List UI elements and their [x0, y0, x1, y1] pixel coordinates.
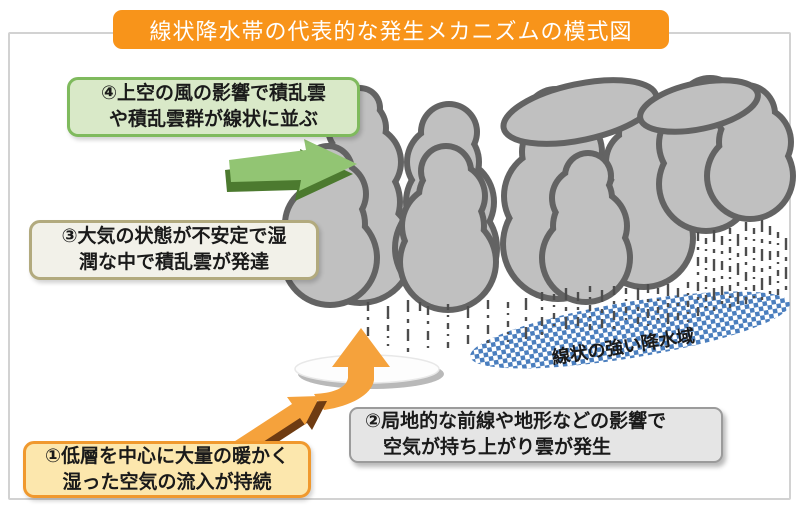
step4-label-box: ④上空の風の影響で積乱雲 や積乱雲群が線状に並ぶ: [67, 77, 360, 137]
step4-line1: ④上空の風の影響で積乱雲: [100, 83, 327, 104]
rain-streaks-icon: [366, 220, 788, 354]
wind-arrow-icon: [225, 139, 357, 201]
step2-label-box: ②局地的な前線や地形などの影響で 空気が持ち上がり雲が発生: [349, 407, 723, 463]
step2-line2: 空気が持ち上がり雲が発生: [383, 437, 612, 458]
anvil-cloud-icon: [500, 77, 761, 147]
step2-line1: ②局地的な前線や地形などの影響で: [365, 411, 667, 432]
step1-line2: 湿った空気の流入が持続: [62, 471, 272, 493]
diagram-title-text: 線状降水帯の代表的な発生メカニズムの模式図: [149, 18, 633, 44]
cumulonimbus-cloud-cluster-icon: [280, 75, 796, 313]
step1-label-box: ①低層を中心に大量の暖かく 湿った空気の流入が持続: [23, 441, 311, 498]
precipitation-zone-ellipse: [470, 291, 790, 369]
updraft-arrow-icon: [314, 328, 390, 410]
diagram-title: 線状降水帯の代表的な発生メカニズムの模式図: [113, 10, 669, 49]
step1-line1: ①低層を中心に大量の暖かく: [44, 445, 290, 467]
step3-line1: ③大気の状態が不安定で湿: [61, 226, 287, 247]
step3-label-box: ③大気の状態が不安定で湿 潤な中で積乱雲が発達: [29, 220, 319, 280]
step4-line2: や積乱雲群が線状に並ぶ: [108, 109, 318, 130]
step3-line2: 潤な中で積乱雲が発達: [78, 252, 269, 273]
